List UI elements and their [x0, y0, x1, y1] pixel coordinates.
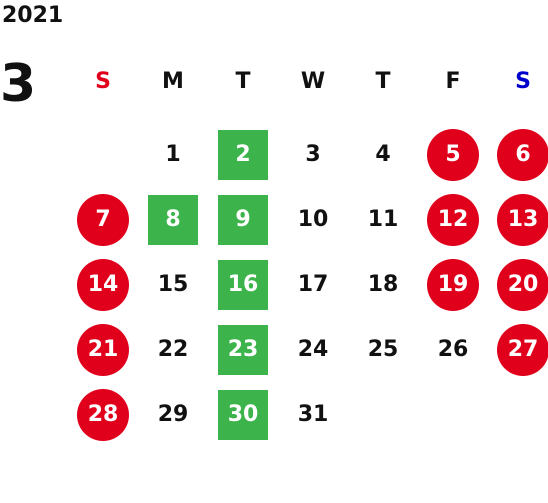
day-cell[interactable]: 31 [278, 382, 348, 447]
day-number: 11 [367, 207, 399, 232]
day-cell[interactable]: 20 [488, 252, 548, 317]
day-number: 1 [165, 142, 181, 167]
day-cell[interactable]: 21 [68, 317, 138, 382]
day-cell[interactable]: 6 [488, 122, 548, 187]
day-cell[interactable]: 5 [418, 122, 488, 187]
day-number: 3 [305, 142, 321, 167]
day-cell[interactable]: 14 [68, 252, 138, 317]
day-cell [488, 382, 548, 447]
day-cell[interactable]: 27 [488, 317, 548, 382]
day-cell[interactable]: 22 [138, 317, 208, 382]
day-cell[interactable]: 26 [418, 317, 488, 382]
day-number: 16 [218, 259, 268, 310]
day-number: 4 [375, 142, 391, 167]
day-cell[interactable]: 4 [348, 122, 418, 187]
day-number: 10 [297, 207, 329, 232]
day-cell[interactable]: 19 [418, 252, 488, 317]
day-cell[interactable]: 16 [208, 252, 278, 317]
day-cell[interactable]: 2 [208, 122, 278, 187]
weekday-header: W [300, 68, 326, 94]
weekday-header: F [445, 68, 461, 94]
day-number: 26 [437, 337, 469, 362]
day-cell[interactable]: 18 [348, 252, 418, 317]
day-number: 15 [157, 272, 189, 297]
day-number: 5 [427, 128, 479, 181]
day-number: 17 [297, 272, 329, 297]
day-cell[interactable]: 15 [138, 252, 208, 317]
day-cell[interactable]: 13 [488, 187, 548, 252]
day-number: 9 [218, 194, 268, 245]
day-cell[interactable]: 9 [208, 187, 278, 252]
weekday-header: S [515, 68, 531, 94]
day-cell[interactable]: 10 [278, 187, 348, 252]
day-cell[interactable]: 29 [138, 382, 208, 447]
day-number: 25 [367, 337, 399, 362]
day-cell [418, 382, 488, 447]
day-cell[interactable]: 12 [418, 187, 488, 252]
day-cell[interactable]: 25 [348, 317, 418, 382]
day-cell[interactable]: 11 [348, 187, 418, 252]
day-number: 24 [297, 337, 329, 362]
day-number: 12 [427, 193, 479, 246]
day-number: 29 [157, 402, 189, 427]
day-number: 2 [218, 129, 268, 180]
day-number: 31 [297, 402, 329, 427]
day-number: 22 [157, 337, 189, 362]
day-number: 7 [77, 193, 129, 246]
year-label: 2021 [2, 3, 64, 28]
weekday-header: S [95, 68, 111, 94]
day-cell[interactable]: 23 [208, 317, 278, 382]
day-number: 6 [497, 128, 548, 181]
weekday-header: M [162, 68, 184, 94]
day-number: 18 [367, 272, 399, 297]
day-number: 23 [218, 324, 268, 375]
day-cell [348, 382, 418, 447]
day-cell[interactable]: 1 [138, 122, 208, 187]
day-cell[interactable]: 24 [278, 317, 348, 382]
day-number: 27 [497, 323, 548, 376]
day-number: 14 [77, 258, 129, 311]
weekday-header: T [375, 68, 391, 94]
day-number: 19 [427, 258, 479, 311]
day-cell[interactable]: 30 [208, 382, 278, 447]
day-cell[interactable]: 7 [68, 187, 138, 252]
month-label: 3 [0, 54, 37, 114]
day-number: 20 [497, 258, 548, 311]
weekday-header: T [235, 68, 251, 94]
day-number: 30 [218, 389, 268, 440]
day-cell[interactable]: 8 [138, 187, 208, 252]
day-cell [68, 122, 138, 187]
day-number: 13 [497, 193, 548, 246]
day-number: 28 [77, 388, 129, 441]
day-cell[interactable]: 28 [68, 382, 138, 447]
day-cell[interactable]: 17 [278, 252, 348, 317]
day-cell[interactable]: 3 [278, 122, 348, 187]
day-number: 21 [77, 323, 129, 376]
day-number: 8 [148, 194, 198, 245]
